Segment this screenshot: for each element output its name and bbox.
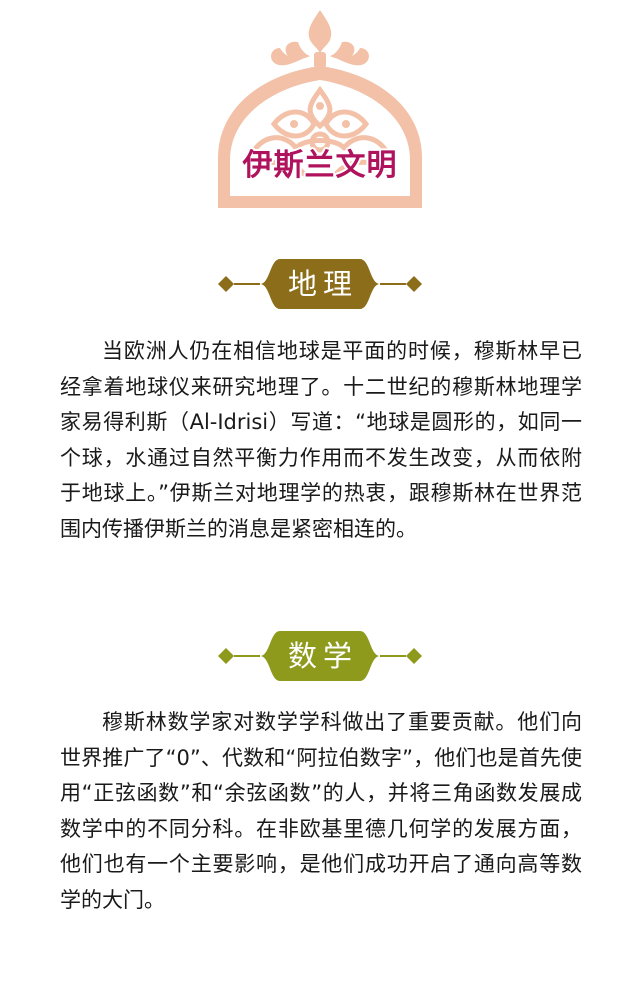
section-banner-math: 数学: [214, 629, 426, 683]
section-heading: 数学: [287, 639, 358, 673]
page-title: 伊斯兰文明: [242, 148, 398, 183]
banner-ornament-icon: [218, 631, 422, 681]
section-heading: 地理: [287, 267, 358, 301]
banner-ornament-icon: [218, 259, 422, 309]
dome-ornament-icon: [218, 10, 422, 208]
section-body-math: 穆斯林数学家对数学学科做出了重要贡献。他们向世界推广了“0”、代数和“阿拉伯数字…: [60, 710, 582, 912]
section-banner-geography: 地理: [214, 257, 426, 311]
section-body-geography: 当欧洲人仍在相信地球是平面的时候，穆斯林早已经拿着地球仪来研究地理了。十二世纪的…: [60, 339, 582, 541]
